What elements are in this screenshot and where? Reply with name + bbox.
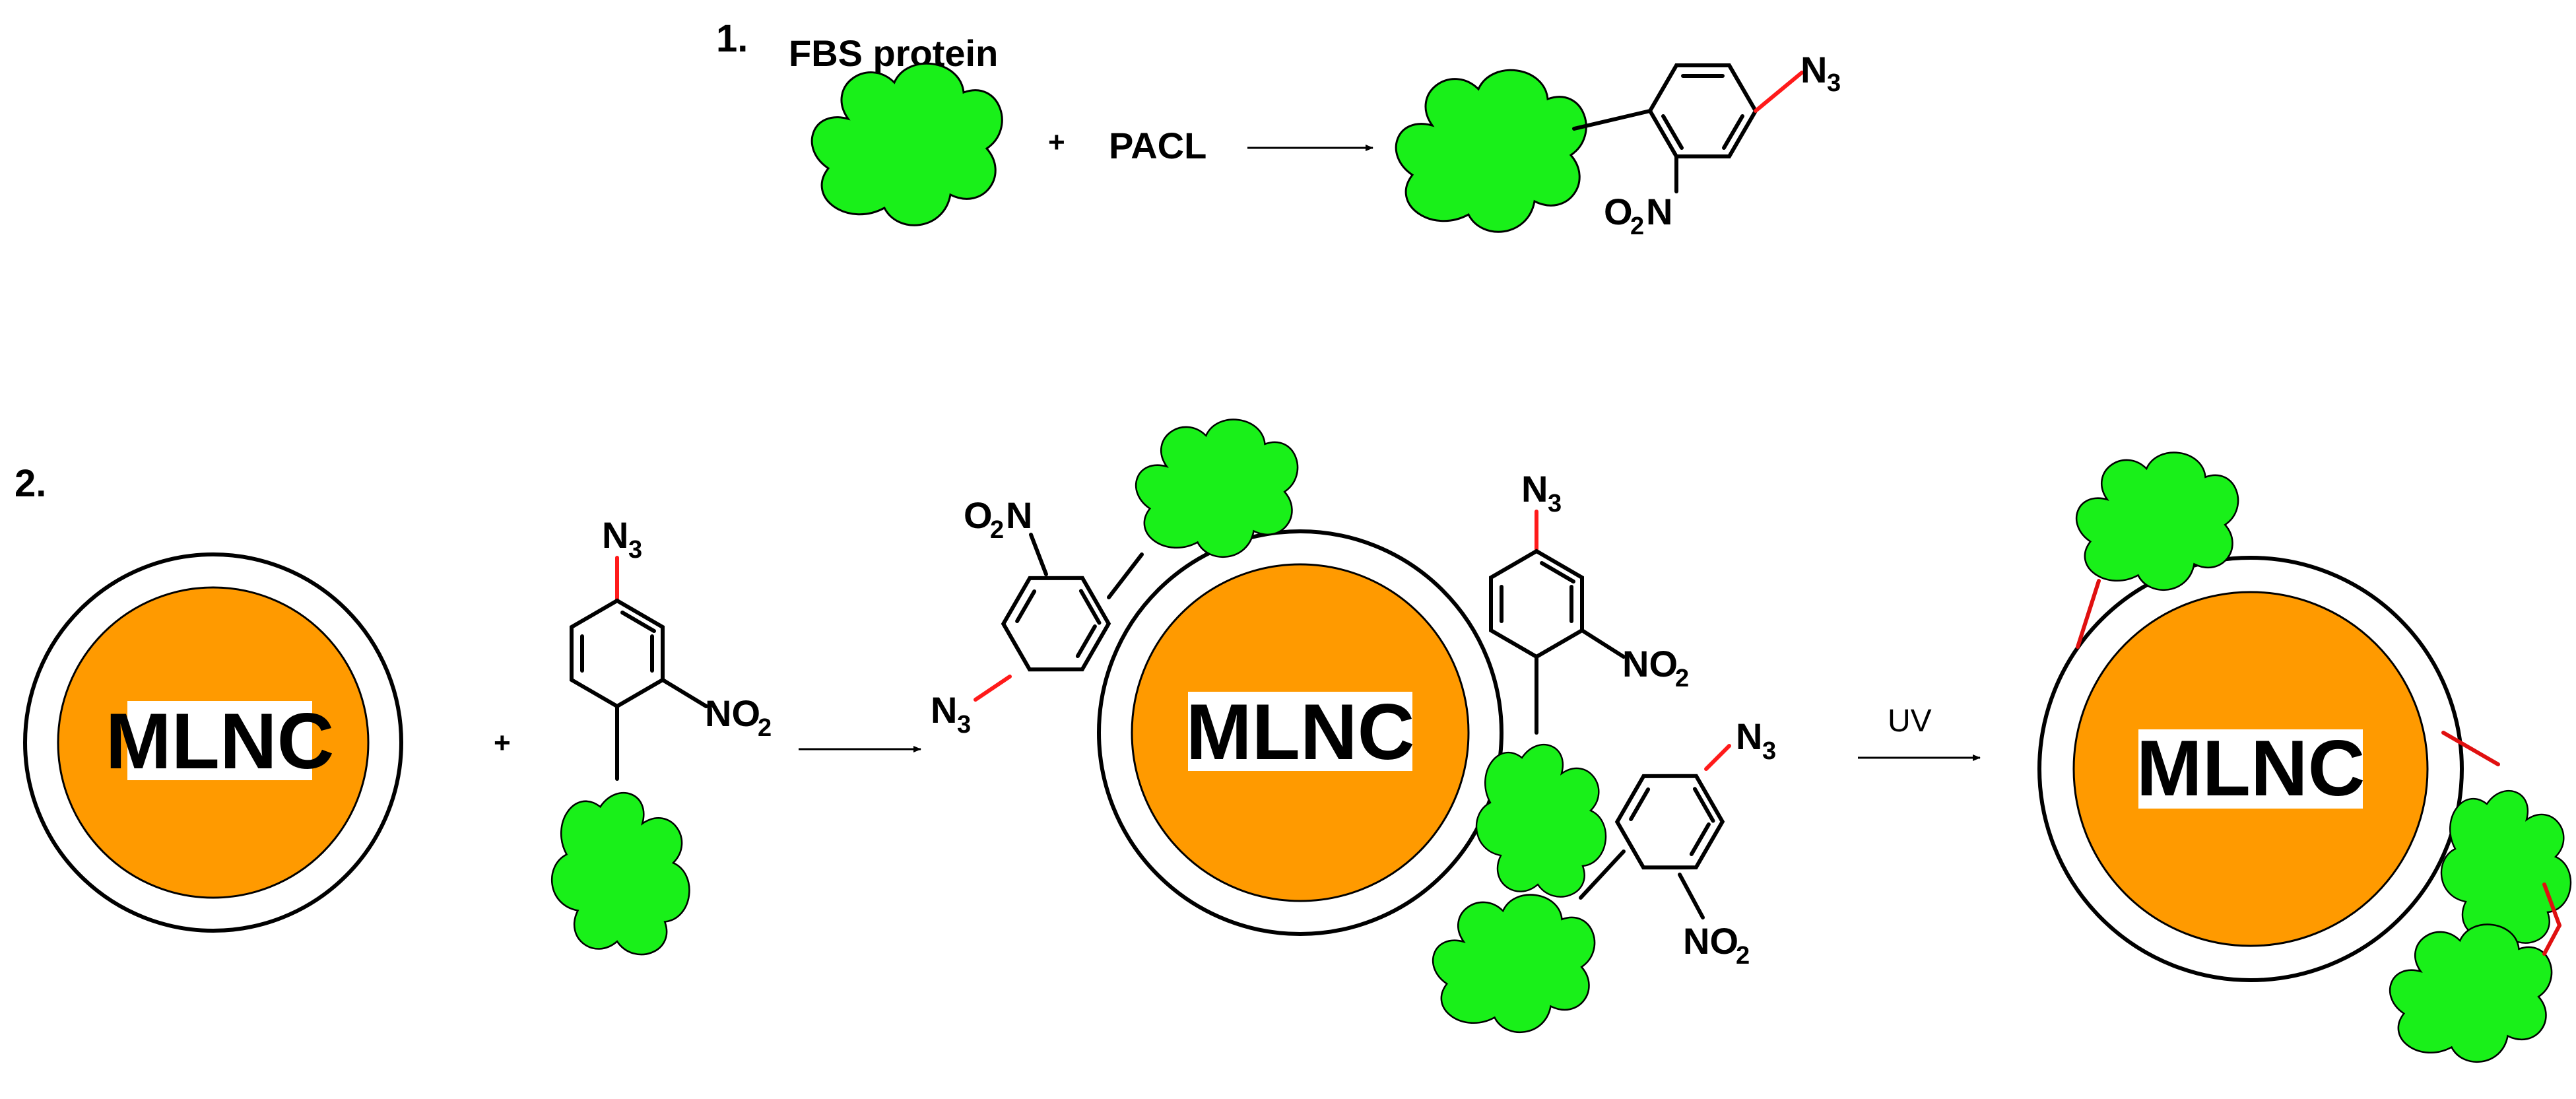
nitro-4: NO [1683, 920, 1738, 962]
pacl-label: PACL [1109, 125, 1206, 166]
nitro-rev-sub: 2 [990, 516, 1004, 544]
fbs-protein-blob [810, 62, 1003, 226]
attached-protein-3 [1432, 894, 1596, 1034]
conjugate-right-upper: N 3 NO 2 [1475, 468, 1689, 898]
step-2: 2. MLNC + N 3 NO 2 MLNC [15, 418, 2572, 1063]
conjugate-protein-blob [1395, 69, 1587, 233]
azide-symbol-5: N [1736, 716, 1762, 757]
pacl-protein-reagent: N 3 NO 2 [550, 514, 772, 956]
nitro-sub-2: 2 [758, 714, 772, 742]
azide-sub-4: 3 [1548, 490, 1562, 517]
nitro-subscript: 2 [1630, 213, 1644, 240]
azide-sub-5: 3 [1762, 737, 1776, 765]
fbs-protein-label: FBS protein [789, 32, 998, 74]
mlnc-label-1: MLNC [106, 697, 335, 785]
mlnc-particle-2: MLNC [1097, 529, 1503, 936]
azide-symbol: N [1800, 49, 1827, 90]
nitro-rev-o: O [964, 494, 993, 536]
step-2-number: 2. [15, 462, 46, 505]
plus-sign-2: + [494, 727, 511, 759]
azide-sub-3: 3 [957, 711, 971, 739]
mlnc-particle-3: MLNC [2037, 556, 2464, 982]
nitro-sub-4: 2 [1736, 942, 1750, 970]
nitro-n: N [1646, 191, 1672, 232]
step-1-number: 1. [716, 17, 748, 60]
reagent-protein-blob [550, 791, 690, 956]
nitro-sub-3: 2 [1675, 665, 1689, 692]
conjugate-top-left: O 2 N N 3 [931, 418, 1299, 739]
mlnc-label-3: MLNC [2136, 724, 2365, 813]
protein-pacl-conjugate: N 3 O 2 N [1395, 49, 1841, 240]
azide-symbol-3: N [931, 689, 957, 731]
step-1: 1. FBS protein + PACL N 3 O 2 N [716, 17, 1841, 240]
azide-subscript-2: 3 [628, 536, 642, 564]
azide-symbol-4: N [1521, 468, 1548, 510]
uv-label: UV [1888, 704, 1932, 739]
nitro-2: NO [705, 692, 760, 734]
azide-symbol-2: N [602, 514, 628, 556]
conjugate-right-lower: N 3 NO 2 [1432, 716, 1776, 1034]
nitro-3: NO [1622, 643, 1678, 684]
plus-sign: + [1048, 126, 1065, 158]
nitro-rev-n: N [1006, 494, 1032, 536]
nitro-o: O [1604, 191, 1633, 232]
crosslinked-proteins [2075, 451, 2572, 1063]
attached-protein-2 [1475, 743, 1607, 898]
azide-subscript: 3 [1827, 69, 1841, 97]
mlnc-label-2: MLNC [1186, 688, 1415, 776]
crosslinked-protein-3 [2389, 923, 2553, 1063]
crosslinked-protein-2 [2440, 789, 2572, 944]
mlnc-particle-1: MLNC [23, 552, 403, 933]
